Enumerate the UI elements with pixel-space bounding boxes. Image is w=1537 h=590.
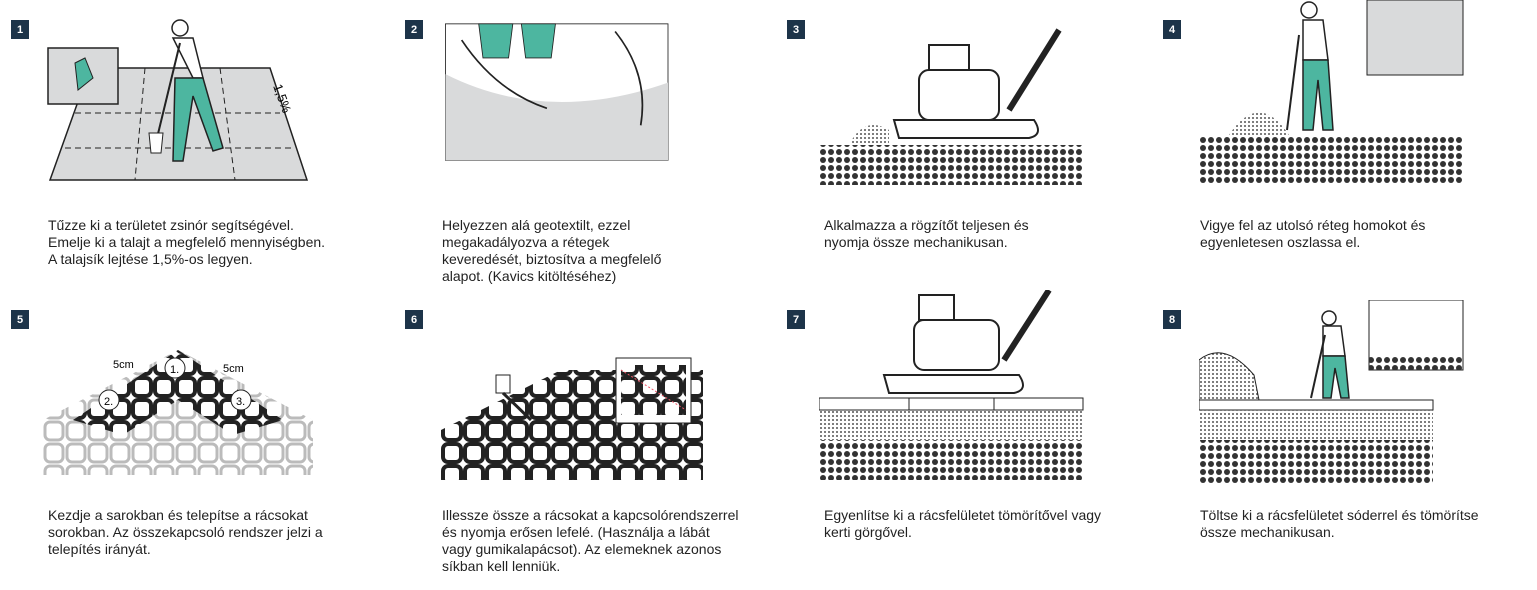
step-8-illustration bbox=[1199, 300, 1464, 485]
step-5-illustration: 5cm 5cm 1. 2. 3. bbox=[43, 350, 313, 475]
step-number-badge: 8 bbox=[1163, 310, 1181, 329]
step-4-illustration bbox=[1199, 0, 1464, 185]
step-2-illustration bbox=[445, 23, 669, 161]
step-caption: Tűzze ki a területet zsinór segítségével… bbox=[48, 217, 326, 267]
step-caption: Vigye fel az utolsó réteg homokot és egy… bbox=[1200, 217, 1426, 250]
step-caption: Töltse ki a rácsfelületet sóderrel és tö… bbox=[1200, 507, 1479, 540]
step-2: 2 Helyezzen alá geotextilt, ezzel megaka… bbox=[405, 20, 775, 300]
step-3-illustration bbox=[819, 28, 1083, 185]
step-3: 3 Alkalmazza a rögzítőt teljesen és nyom… bbox=[787, 20, 1157, 300]
marker-1: 1. bbox=[170, 364, 179, 376]
gap-left-label: 5cm bbox=[113, 359, 134, 371]
step-number-badge: 4 bbox=[1163, 20, 1181, 39]
step-number-badge: 5 bbox=[11, 310, 29, 329]
step-number-badge: 6 bbox=[405, 310, 423, 329]
step-6: 6 Illessze össze a rácsokat a kapcsolóre… bbox=[405, 310, 775, 590]
step-number-badge: 2 bbox=[405, 20, 423, 39]
step-8: 8 Töltse ki a rácsfelületet sóderrel és … bbox=[1163, 300, 1533, 590]
step-number-badge: 3 bbox=[787, 20, 805, 39]
step-number-badge: 7 bbox=[787, 310, 805, 329]
marker-3: 3. bbox=[236, 396, 245, 408]
step-caption: Illessze össze a rácsokat a kapcsolórend… bbox=[442, 507, 739, 574]
step-caption: Alkalmazza a rögzítőt teljesen és nyomja… bbox=[824, 217, 1029, 250]
step-caption: Egyenlítse ki a rácsfelületet tömörítőve… bbox=[824, 507, 1102, 540]
gap-right-label: 5cm bbox=[223, 363, 244, 375]
step-1-illustration: 1,5% bbox=[47, 19, 309, 181]
step-7: 7 Egyenlítse ki a rácsfelületet tömörítő… bbox=[787, 290, 1157, 590]
step-caption: Helyezzen alá geotextilt, ezzel megakadá… bbox=[442, 217, 662, 284]
step-5: 5 5cm 5cm 1. 2. 3. Kezdje a sarokban és … bbox=[11, 310, 381, 590]
step-1: 1 1,5% Tűzze ki a területet zsinór segít… bbox=[11, 19, 381, 300]
marker-2: 2. bbox=[104, 396, 113, 408]
step-4: 4 Vigye fel az utolsó réteg homokot és e… bbox=[1163, 0, 1533, 300]
step-7-illustration bbox=[819, 290, 1084, 480]
step-number-badge: 1 bbox=[11, 20, 29, 39]
step-caption: Kezdje a sarokban és telepítse a rácsoka… bbox=[48, 507, 323, 557]
step-6-illustration bbox=[441, 357, 703, 480]
